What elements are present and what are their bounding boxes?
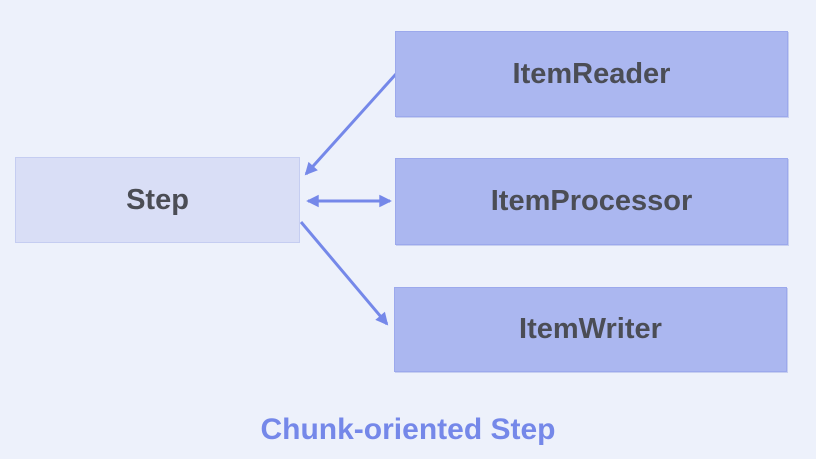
node-step-label: Step — [126, 183, 189, 216]
node-item-writer: ItemWriter — [394, 287, 787, 372]
node-item-processor-label: ItemProcessor — [490, 185, 693, 217]
node-item-processor: ItemProcessor — [395, 158, 788, 245]
node-item-reader: ItemReader — [395, 31, 788, 117]
node-item-writer-label: ItemWriter — [519, 313, 662, 345]
node-item-reader-label: ItemReader — [512, 57, 671, 90]
arrow-item-reader-to-step — [304, 72, 398, 176]
diagram-caption: Chunk-oriented Step — [260, 413, 556, 446]
node-step: Step — [15, 157, 300, 243]
arrow-step-to-item-writer — [299, 221, 389, 326]
